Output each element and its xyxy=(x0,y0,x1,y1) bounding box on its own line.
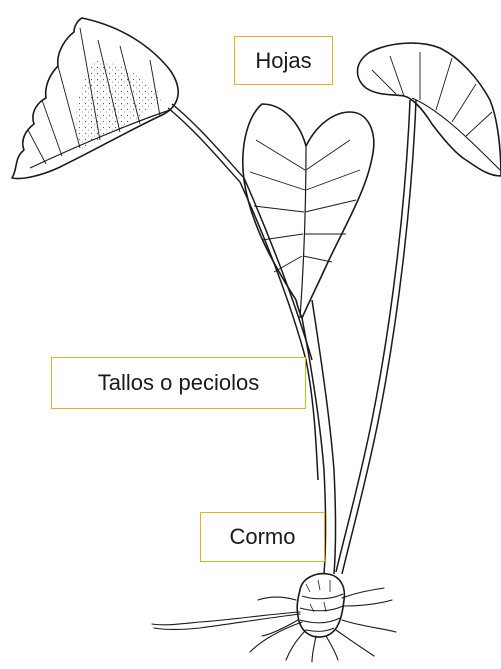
center-leaf xyxy=(243,104,374,318)
stems-label: Tallos o peciolos xyxy=(51,357,306,409)
left-leaf xyxy=(12,18,178,179)
right-leaf xyxy=(358,43,501,176)
corm-label: Cormo xyxy=(200,512,325,562)
leaves-label: Hojas xyxy=(234,36,333,85)
corm xyxy=(297,574,344,637)
roots xyxy=(152,588,396,662)
left-petiole xyxy=(168,104,244,182)
